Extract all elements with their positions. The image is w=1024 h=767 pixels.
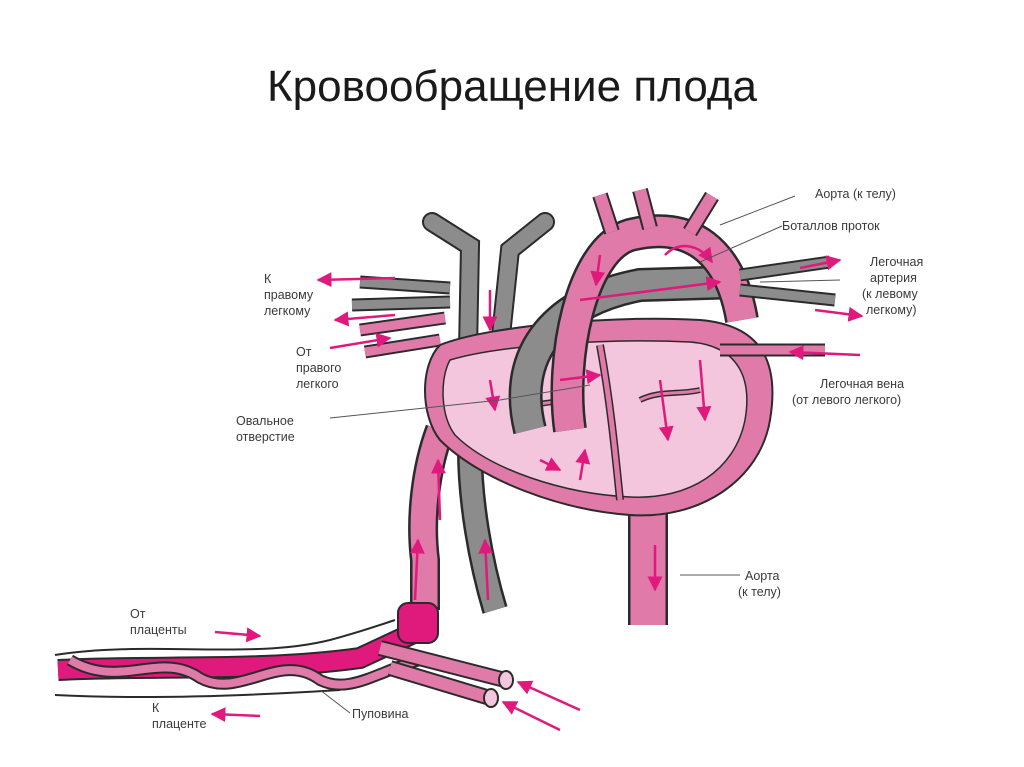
label-from-right-lung-1: От <box>296 345 312 359</box>
right-pulmonary-vessels <box>351 275 451 359</box>
flow-arrows <box>210 244 864 732</box>
label-to-placenta-2: плаценте <box>152 717 206 731</box>
label-from-right-lung-3: легкого <box>296 377 339 391</box>
label-from-right-lung-2: правого <box>296 361 341 375</box>
aortic-arch <box>550 187 759 433</box>
labels: Аорта (к телу) Боталлов проток Легочная … <box>130 187 923 731</box>
label-aorta-bottom-1: Аорта <box>745 569 780 583</box>
label-pulm-artery-3: (к левому <box>862 287 919 301</box>
label-umbilical: Пуповина <box>352 707 408 721</box>
leader-lines <box>319 195 841 714</box>
inferior-vena-cava <box>408 424 508 614</box>
label-to-right-lung-1: К <box>264 272 272 286</box>
label-aorta-bottom-2: (к телу) <box>738 585 781 599</box>
umbilical-cord <box>54 602 514 708</box>
label-from-placenta-1: От <box>130 607 146 621</box>
pulmonary-trunk <box>508 265 741 435</box>
label-from-placenta-2: плаценты <box>130 623 187 637</box>
label-foramen-1: Овальное <box>236 414 294 428</box>
label-pulm-artery-1: Легочная <box>870 255 923 269</box>
label-pulm-vein-1: Легочная вена <box>820 377 904 391</box>
label-to-right-lung-3: легкому <box>264 304 311 318</box>
superior-vena-cava <box>422 212 555 360</box>
label-pulm-vein-2: (от левого легкого) <box>792 393 901 407</box>
label-pulm-artery-4: легкому) <box>866 303 917 317</box>
label-ductus: Боталлов проток <box>782 219 880 233</box>
label-to-right-lung-2: правому <box>264 288 314 302</box>
label-to-placenta-1: К <box>152 701 160 715</box>
slide-title: Кровообращение плода <box>267 62 757 111</box>
label-aorta-top: Аорта (к телу) <box>815 187 896 201</box>
label-foramen-2: отверстие <box>236 430 295 444</box>
label-pulm-artery-2: артерия <box>870 271 917 285</box>
